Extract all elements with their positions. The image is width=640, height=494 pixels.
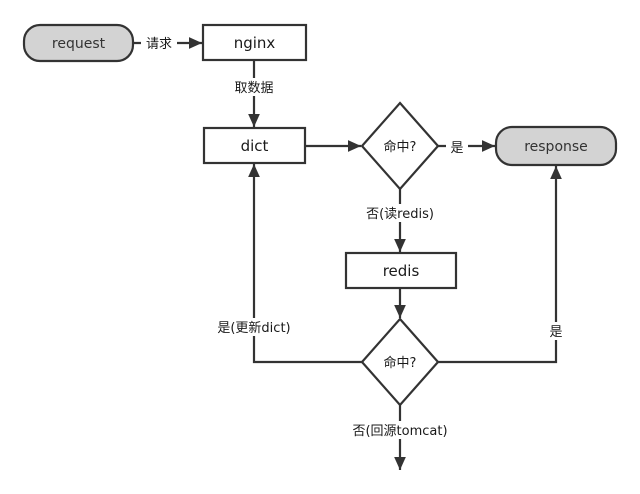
node-decision2: 命中? xyxy=(360,317,440,407)
edge-label-request-nginx: 请求 xyxy=(146,37,172,52)
node-decision1: 命中? xyxy=(360,101,440,191)
node-label-request: request xyxy=(52,36,106,52)
edge-label-decision2-response: 是 xyxy=(549,325,562,340)
edge-labels: 请求 取数据 是 否(读redis) 是(更新dict) 是 否(回源tomca… xyxy=(141,34,567,439)
process-shape xyxy=(344,251,458,290)
node-dict: dict xyxy=(202,126,307,165)
decision-shape xyxy=(360,317,440,407)
node-request: request xyxy=(22,23,135,63)
decision-shape xyxy=(360,101,440,191)
edge-label-decision1-redis: 否(读redis) xyxy=(366,207,434,222)
node-response: response xyxy=(494,125,618,167)
edge-decision2-response xyxy=(438,166,562,364)
node-label-decision2: 命中? xyxy=(384,355,417,371)
node-nginx: nginx xyxy=(201,23,308,62)
edge-label-nginx-dict: 取数据 xyxy=(234,81,273,96)
edge-label-decision1-response: 是 xyxy=(450,141,463,156)
terminal-shape xyxy=(494,125,618,167)
node-label-redis: redis xyxy=(383,262,420,280)
edges xyxy=(133,37,562,470)
node-redis: redis xyxy=(344,251,458,290)
edge-label-decision2-dict: 是(更新dict) xyxy=(217,320,290,336)
node-label-decision1: 命中? xyxy=(384,139,417,155)
edge-decision2-dict xyxy=(248,164,362,364)
process-shape xyxy=(202,126,307,165)
edge-label-decision2-out: 否(回源tomcat) xyxy=(352,424,447,439)
terminal-shape xyxy=(22,23,135,63)
node-label-nginx: nginx xyxy=(234,34,276,52)
process-shape xyxy=(201,23,308,62)
node-label-dict: dict xyxy=(241,137,269,155)
node-label-response: response xyxy=(524,139,588,155)
